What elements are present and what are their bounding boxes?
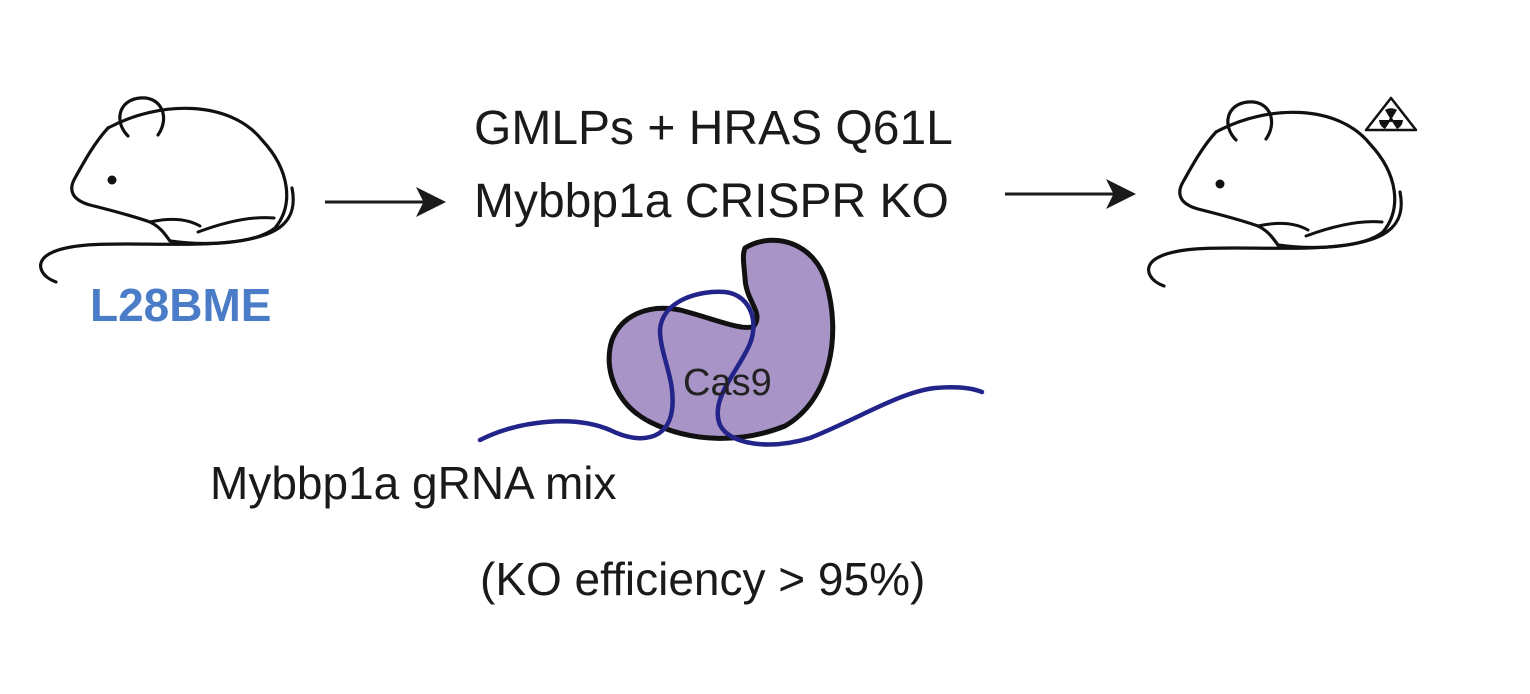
donor-mouse-icon	[38, 96, 295, 284]
treatment-line-2: Mybbp1a CRISPR KO	[474, 175, 949, 228]
ko-efficiency-note: (KO efficiency > 95%)	[480, 553, 926, 605]
recipient-mouse-icon	[1146, 100, 1403, 288]
grna-mix-label: Mybbp1a gRNA mix	[210, 457, 617, 509]
donor-label: L28BME	[90, 279, 272, 331]
grna-strand	[477, 289, 985, 447]
cas9-label: Cas9	[683, 362, 772, 404]
cas9-protein-shape	[606, 237, 836, 441]
treatment-line-1: GMLPs + HRAS Q61L	[474, 102, 953, 155]
radiation-trefoil-icon	[1364, 96, 1418, 132]
